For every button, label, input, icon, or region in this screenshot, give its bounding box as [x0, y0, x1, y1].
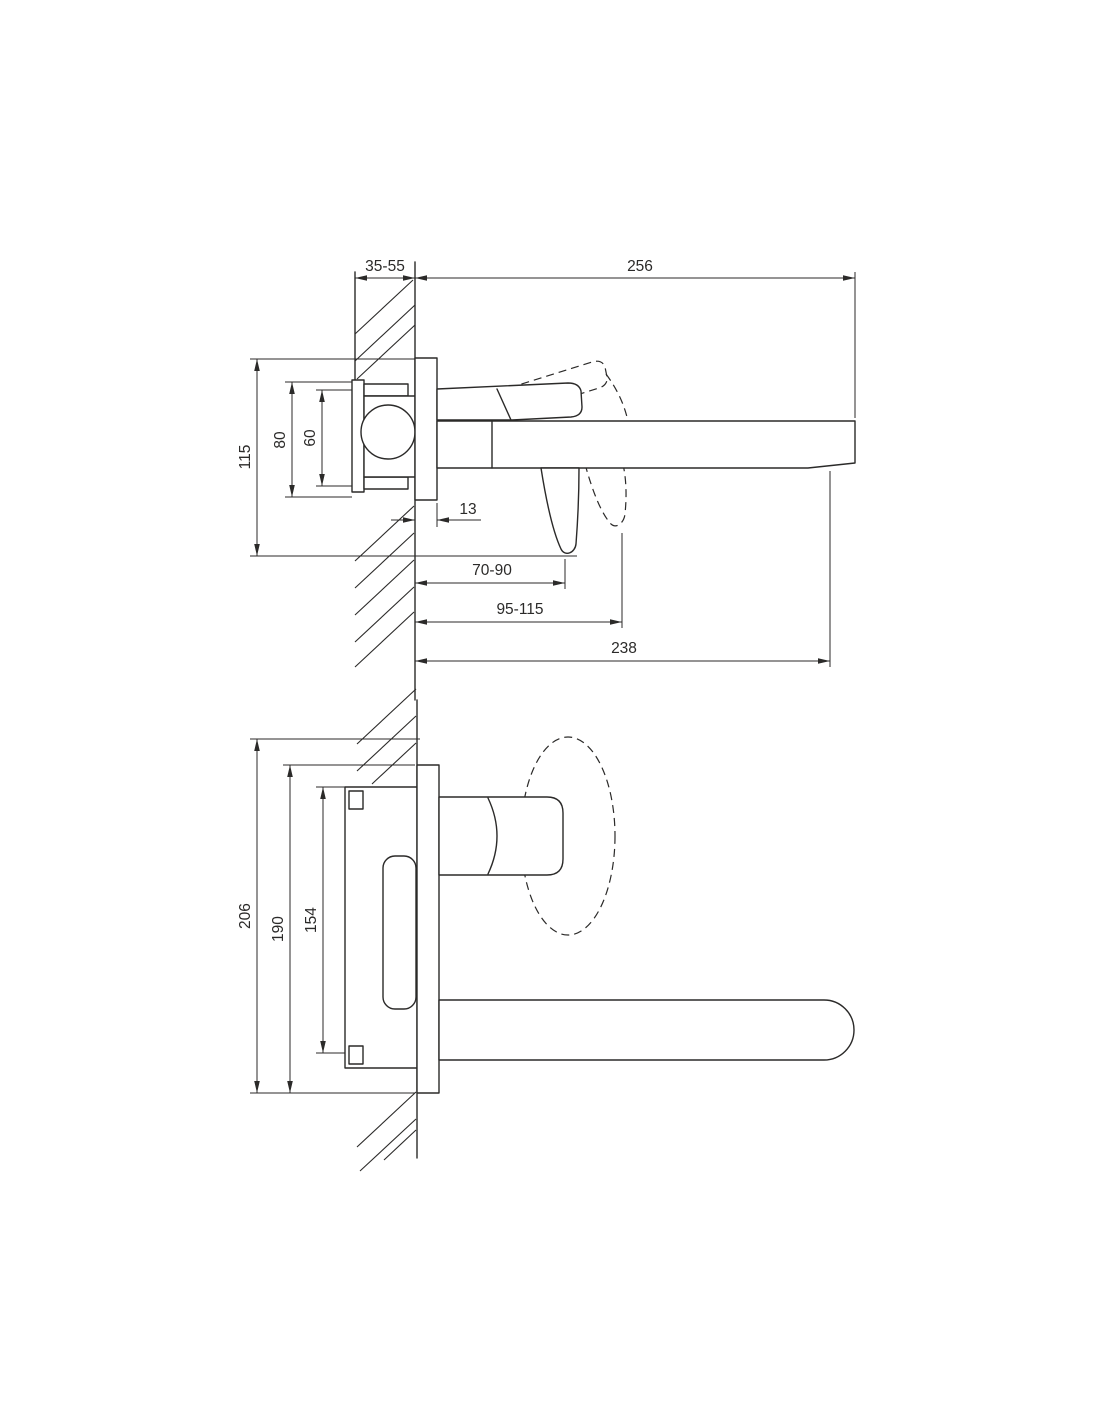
- faucet-side-profile: [351, 357, 856, 554]
- mounting-lug-top: [348, 790, 364, 810]
- mounting-bracket-top: [363, 383, 409, 397]
- wall-hatching-bottom: [354, 505, 415, 668]
- concealed-body-plan: [344, 786, 418, 1069]
- dim-label-overall-height: 115: [237, 445, 254, 470]
- valve-housing-plan: [382, 855, 417, 1010]
- hatch-line: [354, 279, 414, 335]
- hatch-line: [354, 304, 416, 362]
- dim-label-overall-length: 206: [237, 903, 254, 929]
- lever-open-dashed: [584, 463, 627, 527]
- handle-side: [436, 382, 583, 421]
- hatch-line: [354, 611, 415, 668]
- hatch-line: [359, 1118, 417, 1172]
- mounting-bracket-bottom: [363, 476, 409, 490]
- dim-label-plate-depth: 13: [459, 501, 476, 518]
- handle-raised-dashed: [508, 360, 608, 415]
- dimensions-side: 35-55 256 115 80 60 13 70-90 95-115 238: [237, 258, 856, 667]
- wall-hatching-plan-top: [356, 688, 417, 785]
- hatch-line: [383, 1129, 417, 1161]
- faucet-plan: [344, 764, 855, 1094]
- dim-label-body-height: 60: [302, 429, 319, 447]
- hatch-line: [371, 742, 417, 785]
- wall-hatching-top: [354, 279, 416, 380]
- dim-label-lever-reach-max: 95-115: [496, 601, 543, 618]
- dim-label-spout-length: 256: [627, 258, 653, 275]
- hatch-line: [354, 586, 415, 643]
- side-view: 35-55 256 115 80 60 13 70-90 95-115 238: [237, 258, 856, 701]
- escutcheon-plate-side: [414, 357, 438, 501]
- hatch-line: [356, 715, 417, 772]
- valve-cartridge: [360, 404, 416, 460]
- dim-label-body-length: 154: [303, 907, 320, 933]
- spout-side: [436, 420, 856, 469]
- lever-closed-side: [540, 467, 580, 554]
- hatch-line: [354, 559, 415, 616]
- mounting-lug-bottom: [348, 1045, 364, 1065]
- dim-label-plate-height: 80: [272, 431, 289, 449]
- hatch-line: [356, 324, 416, 380]
- wall-hatching-plan-bottom: [356, 1091, 417, 1172]
- escutcheon-plate-plan: [416, 764, 440, 1094]
- hatch-line: [354, 532, 415, 589]
- dim-label-lever-reach-min: 70-90: [472, 562, 512, 579]
- dim-label-plate-length: 190: [270, 916, 287, 942]
- plan-view: 206 190 154: [237, 688, 855, 1172]
- dim-label-outlet-distance: 238: [611, 640, 637, 657]
- handle-joint-line: [496, 388, 512, 421]
- hatch-line: [354, 505, 415, 562]
- handle-plan: [438, 796, 564, 876]
- dim-label-wall-thickness: 35-55: [365, 258, 405, 275]
- handle-dome-arc: [487, 797, 498, 875]
- spout-plan: [438, 999, 855, 1061]
- dimensions-plan: 206 190 154: [237, 738, 420, 1094]
- hatch-line: [356, 1091, 417, 1148]
- hatch-line: [356, 688, 417, 745]
